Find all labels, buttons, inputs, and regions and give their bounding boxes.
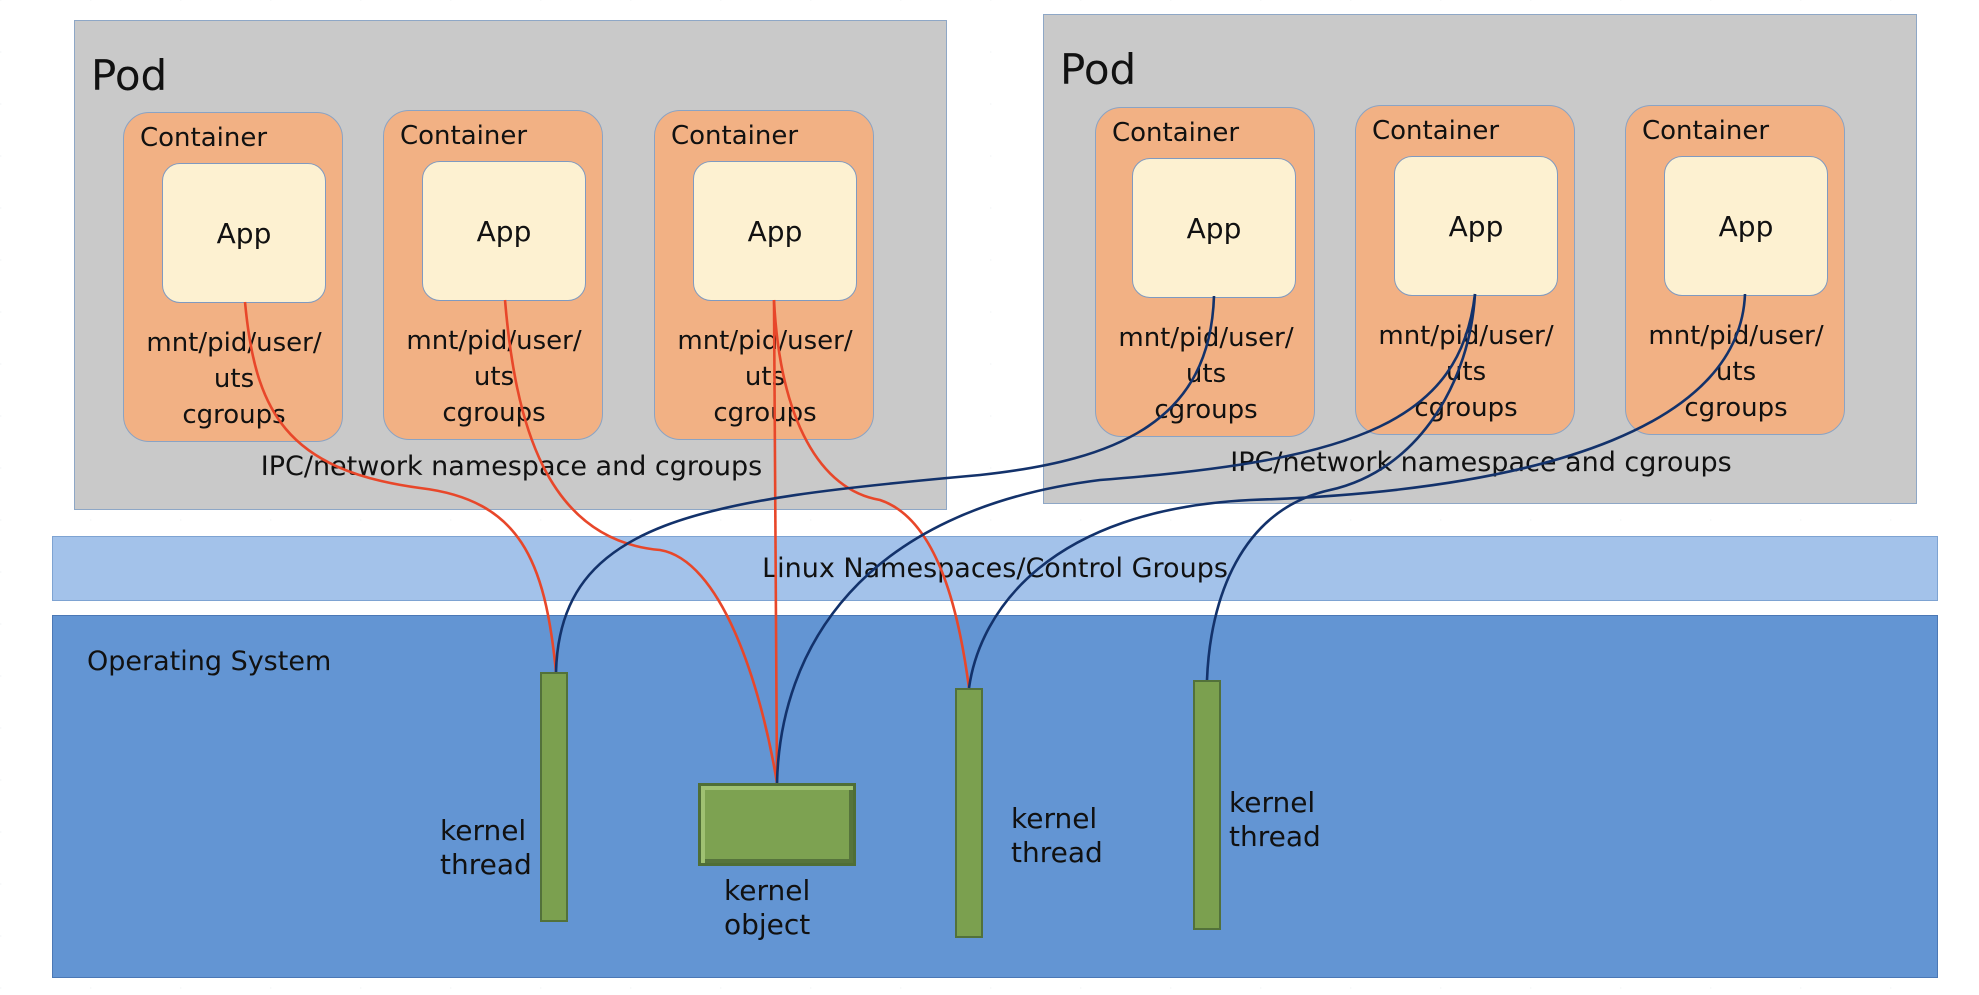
label-line: kernel	[1229, 786, 1316, 819]
pod-namespace-label: IPC/network namespace and cgroups	[260, 451, 763, 482]
app-box: App	[162, 163, 326, 303]
kernel-thread-2	[955, 688, 983, 938]
ns-line: mnt/pid/user/	[146, 328, 322, 358]
app-box: App	[693, 161, 857, 301]
kernel-thread-3	[1193, 680, 1221, 930]
kernel-thread-1	[540, 672, 568, 922]
label-line: object	[724, 908, 811, 941]
ns-line: uts	[1715, 357, 1757, 387]
linux-namespaces-layer: Linux Namespaces/Control Groups	[52, 536, 1938, 601]
label-line: thread	[1011, 836, 1103, 869]
kernel-object	[698, 783, 856, 866]
container-namespaces: mnt/pid/user/ uts cgroups	[124, 325, 344, 433]
app-box: App	[422, 161, 586, 301]
operating-system-layer: Operating System	[52, 615, 1938, 978]
label-line: kernel	[1011, 802, 1098, 835]
ns-line: cgroups	[182, 400, 286, 430]
ns-line: cgroups	[1414, 393, 1518, 423]
container-label: Container	[1112, 118, 1240, 148]
kernel-thread-label: kernel thread	[440, 814, 532, 882]
ns-line: mnt/pid/user/	[1648, 321, 1824, 351]
ns-line: uts	[473, 362, 515, 392]
ns-line: cgroups	[442, 398, 546, 428]
ns-line: cgroups	[713, 398, 817, 428]
label-line: thread	[1229, 820, 1321, 853]
app-box: App	[1664, 156, 1828, 296]
container-label: Container	[1372, 116, 1500, 146]
container-label: Container	[1642, 116, 1770, 146]
container-namespaces: mnt/pid/user/ uts cgroups	[1096, 320, 1316, 428]
app-box: App	[1132, 158, 1296, 298]
ns-line: cgroups	[1154, 395, 1258, 425]
ns-line: mnt/pid/user/	[1378, 321, 1554, 351]
pod-title: Pod	[91, 51, 168, 100]
label-line: thread	[440, 848, 532, 881]
label-line: kernel	[440, 814, 527, 847]
kernel-object-label: kernel object	[724, 874, 810, 942]
container-1-1: Container App mnt/pid/user/ uts cgroups	[123, 112, 343, 442]
container-2-3: Container App mnt/pid/user/ uts cgroups	[1625, 105, 1845, 435]
container-namespaces: mnt/pid/user/ uts cgroups	[655, 323, 875, 431]
kernel-thread-label: kernel thread	[1011, 802, 1103, 870]
linux-layer-label: Linux Namespaces/Control Groups	[762, 553, 1228, 584]
ns-line: mnt/pid/user/	[677, 326, 853, 356]
ns-line: mnt/pid/user/	[1118, 323, 1294, 353]
pod-namespace-label: IPC/network namespace and cgroups	[1230, 447, 1732, 478]
ns-line: uts	[1185, 359, 1227, 389]
container-namespaces: mnt/pid/user/ uts cgroups	[1356, 318, 1576, 426]
ns-line: mnt/pid/user/	[406, 326, 582, 356]
app-box: App	[1394, 156, 1558, 296]
container-label: Container	[400, 121, 528, 151]
container-label: Container	[140, 123, 268, 153]
ns-line: cgroups	[1684, 393, 1788, 423]
container-1-2: Container App mnt/pid/user/ uts cgroups	[383, 110, 603, 440]
container-namespaces: mnt/pid/user/ uts cgroups	[384, 323, 604, 431]
os-label: Operating System	[87, 646, 332, 677]
container-2-2: Container App mnt/pid/user/ uts cgroups	[1355, 105, 1575, 435]
container-label: Container	[671, 121, 799, 151]
container-2-1: Container App mnt/pid/user/ uts cgroups	[1095, 107, 1315, 437]
ns-line: uts	[213, 364, 255, 394]
container-1-3: Container App mnt/pid/user/ uts cgroups	[654, 110, 874, 440]
ns-line: uts	[744, 362, 786, 392]
pod-title: Pod	[1060, 45, 1137, 94]
container-namespaces: mnt/pid/user/ uts cgroups	[1626, 318, 1846, 426]
ns-line: uts	[1445, 357, 1487, 387]
kernel-thread-label: kernel thread	[1229, 786, 1321, 854]
label-line: kernel	[724, 874, 811, 907]
